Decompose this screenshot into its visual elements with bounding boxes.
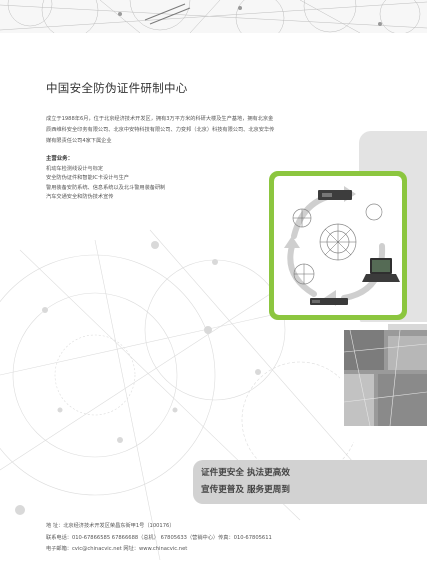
equipment-cycle-illustration	[284, 186, 400, 306]
business-item: 警用装备安防系统、信息系统以及北斗警用装备研制	[46, 184, 166, 191]
business-list: 机动车检测线设计与标定 安全防伪证件和智能IC卡设计与生产 警用装备安防系统、信…	[46, 165, 165, 203]
top-pattern-band	[0, 0, 427, 33]
business-item: 汽车交通安全和防伪技术宣传	[46, 194, 114, 201]
business-item: 安全防伪证件和智能IC卡设计与生产	[46, 175, 129, 182]
contact-email-web: 电子邮箱：cvic@chinacvic.net 网址：www.chinacvic…	[46, 546, 188, 552]
decorative-photo-strip	[340, 322, 427, 442]
contact-info: 地 址：北京经济技术开发区荣昌东街甲1号（100176） 联系电话：010-67…	[46, 521, 272, 556]
page-title: 中国安全防伪证件研制中心	[46, 81, 188, 95]
slogan-line-2: 宣传更普及 服务更周到	[201, 485, 290, 495]
contact-phone: 联系电话：010-67866585 67866688（总机） 67805633（…	[46, 534, 272, 541]
slogan-box: 证件更安全 执法更高效 宣传更普及 服务更周到	[193, 460, 427, 504]
product-diagram-frame	[269, 171, 407, 320]
slogan-line-1: 证件更安全 执法更高效	[201, 468, 290, 478]
contact-address: 地 址：北京经济技术开发区荣昌东街甲1号（100176）	[46, 523, 175, 529]
business-heading: 主营业务：	[46, 156, 73, 162]
product-diagram	[274, 176, 402, 315]
intro-paragraph: 成立于1988年6月，位于北京经济技术开发区，拥有3万平方米的科研大楼及生产基地…	[46, 116, 275, 144]
business-item: 机动车检测线设计与标定	[46, 166, 104, 172]
